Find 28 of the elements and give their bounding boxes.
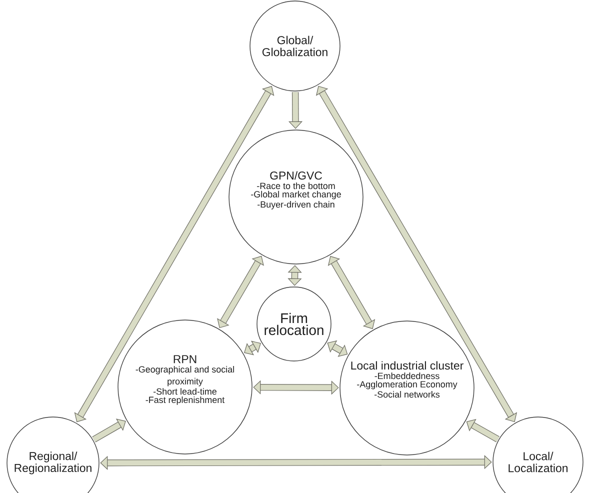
circle-node bbox=[256, 286, 332, 362]
list-item: -Global market change bbox=[251, 190, 341, 200]
list-item: -Agglomeration Economy bbox=[357, 380, 458, 390]
list-item: -Fast replenishment bbox=[146, 396, 225, 405]
circle-node bbox=[228, 130, 364, 264]
block-arrow bbox=[100, 455, 492, 470]
node-title: GPN/GVC bbox=[270, 171, 322, 180]
circle-label: Local/ Localization bbox=[508, 452, 568, 472]
circle-node bbox=[250, 0, 340, 92]
block-arrow bbox=[244, 340, 261, 356]
block-arrow bbox=[316, 86, 518, 422]
node-title: Local industrial cluster bbox=[351, 361, 464, 370]
circle-node bbox=[118, 320, 252, 454]
list-item: -Social networks bbox=[374, 391, 440, 398]
circle-label: Firm relocation bbox=[264, 312, 324, 336]
circle-node bbox=[340, 320, 474, 456]
list-item: -Buyer-driven chain bbox=[258, 201, 334, 210]
block-arrow bbox=[288, 265, 302, 286]
list-item: -Short lead-time bbox=[154, 388, 216, 395]
node-title: RPN bbox=[174, 355, 196, 364]
list-item: -Geographical and social proximity bbox=[136, 366, 234, 386]
list-item: -Race to the bottom bbox=[257, 182, 335, 190]
block-arrow bbox=[466, 419, 500, 442]
block-arrow bbox=[217, 256, 264, 328]
list-item: -Embeddedness bbox=[374, 372, 440, 380]
block-arrow bbox=[92, 418, 126, 442]
circle-label: Regional/ Regionalization bbox=[14, 452, 92, 474]
circle-label: Global/ Globalization bbox=[262, 36, 328, 56]
